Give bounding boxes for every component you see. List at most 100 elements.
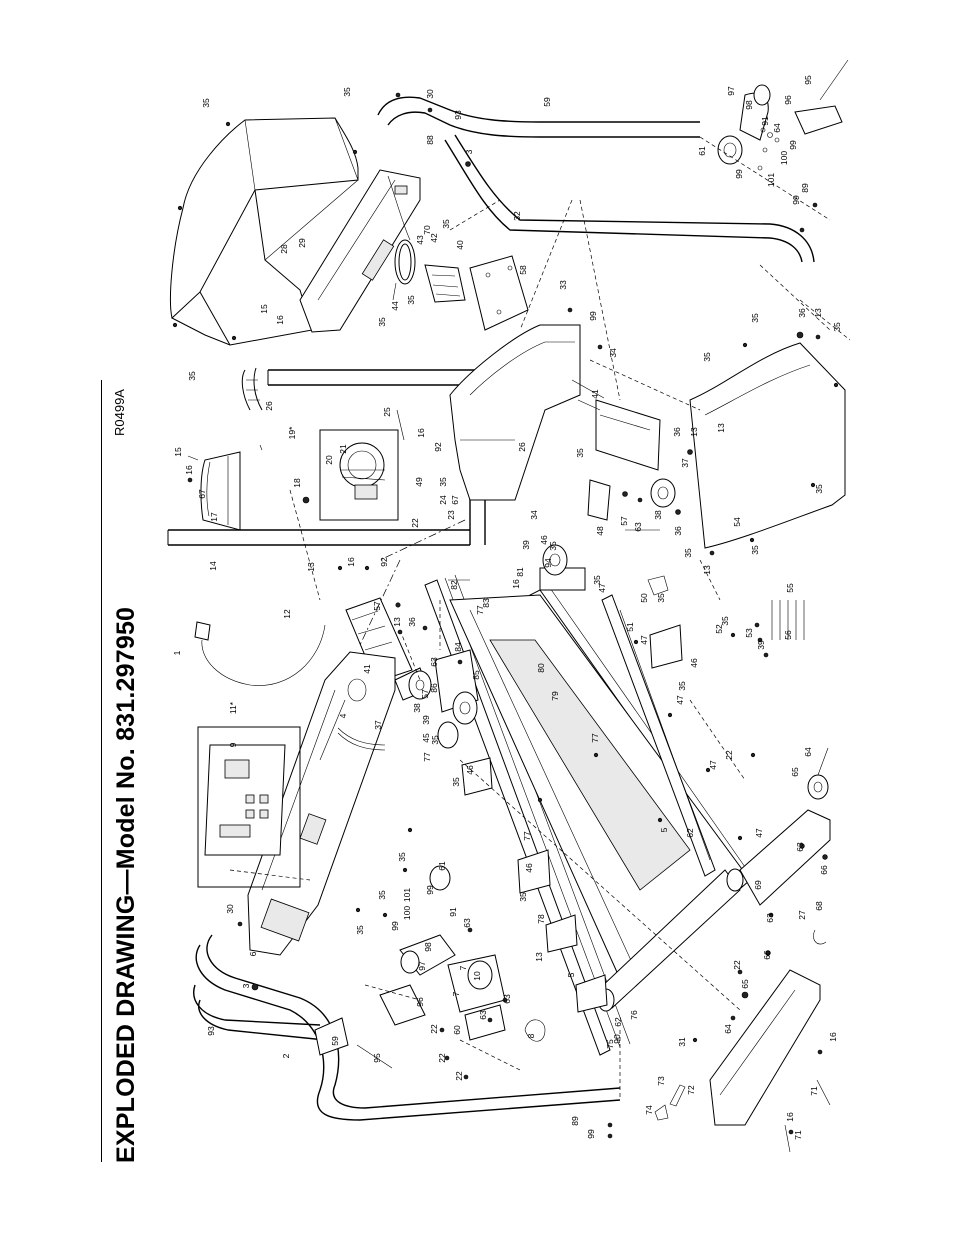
- part-callout: 100: [402, 906, 412, 920]
- part-callout: 37: [373, 720, 383, 730]
- upright-right: [377, 96, 815, 263]
- part-callout: 35: [406, 295, 416, 305]
- part-callout: 7: [451, 991, 461, 996]
- part-callout: 66: [819, 865, 829, 875]
- part-callout: 20: [324, 455, 334, 465]
- part-callout: 94: [543, 558, 553, 568]
- part-callout: 77: [590, 733, 600, 743]
- part-callout: 34: [608, 348, 618, 358]
- part-callout: 35: [683, 548, 693, 558]
- part-callout: 35: [750, 545, 760, 555]
- tether-clip: [524, 929, 827, 1042]
- part-callout: 63: [429, 657, 439, 667]
- part-callout: 92: [379, 557, 389, 567]
- part-callout: 101: [766, 173, 776, 187]
- part-callout: 63: [462, 918, 472, 928]
- part-callout: 66: [762, 950, 772, 960]
- part-callout: 36: [672, 427, 682, 437]
- part-callout: 35: [438, 477, 448, 487]
- part-callout: 74: [644, 1105, 654, 1115]
- part-callout: 70: [422, 225, 432, 235]
- part-callout: 39: [421, 715, 431, 725]
- part-callout: 99: [734, 169, 744, 179]
- controller-board: [424, 264, 466, 303]
- rail-bracket-right: [595, 399, 661, 471]
- part-callout: 82: [449, 580, 459, 590]
- part-callout: 2: [281, 1053, 291, 1058]
- part-callout: 6: [248, 951, 258, 956]
- part-callout: 26: [517, 442, 527, 452]
- part-callout: 35: [430, 735, 440, 745]
- motor-hood-frame: [449, 324, 581, 501]
- fasteners: [172, 92, 839, 1153]
- part-callout: 35: [441, 219, 451, 229]
- part-callout: 16: [416, 428, 426, 438]
- part-callout: 17: [209, 512, 219, 522]
- part-callout: 57: [372, 601, 382, 611]
- part-callout: 8: [526, 1033, 536, 1038]
- part-callout: 85: [471, 670, 481, 680]
- part-callout: 63: [633, 522, 643, 532]
- part-callout: 35: [575, 448, 585, 458]
- part-callout: 35: [677, 681, 687, 691]
- part-callout: 47: [754, 828, 764, 838]
- part-callout: 22: [437, 1053, 447, 1063]
- part-callout: 47: [639, 635, 649, 645]
- part-callout: 100: [779, 151, 789, 165]
- part-callout: 26: [264, 401, 274, 411]
- part-callout: 46: [689, 658, 699, 668]
- part-callout: 43: [415, 235, 425, 245]
- part-callout: 16: [184, 465, 194, 475]
- part-callout: 16: [346, 557, 356, 567]
- part-callout: 77: [422, 752, 432, 762]
- part-callout: 5: [659, 827, 669, 832]
- part-callout: 30: [425, 89, 435, 99]
- part-callout: 71: [809, 1086, 819, 1096]
- part-callout: 35: [720, 616, 730, 626]
- part-callout: 98: [423, 942, 433, 952]
- part-callout: 35: [355, 925, 365, 935]
- isolator-block: [587, 479, 611, 521]
- part-callout: 95: [803, 75, 813, 85]
- incline-wheel-left: [408, 670, 432, 700]
- part-callout: 77: [522, 831, 532, 841]
- part-callout: 58: [518, 265, 528, 275]
- part-callout: 21: [338, 444, 348, 454]
- part-callout: 77: [475, 605, 485, 615]
- part-callout: 5: [566, 972, 576, 977]
- part-callout: 90: [612, 1034, 622, 1044]
- motor-inset: [319, 429, 399, 521]
- motor-hood-rear: [709, 969, 821, 1126]
- part-callout: 35: [592, 575, 602, 585]
- part-callout: 65: [790, 767, 800, 777]
- part-callout: 46: [539, 535, 549, 545]
- part-callout: 44: [390, 301, 400, 311]
- part-callout: 25: [382, 407, 392, 417]
- part-callout: 15: [173, 447, 183, 457]
- part-callout: 13: [689, 427, 699, 437]
- console-bracket: [299, 169, 421, 333]
- part-callout: 36: [673, 526, 683, 536]
- wire-harness-lower: [337, 727, 386, 751]
- part-callout: 50: [639, 593, 649, 603]
- incline-bracket: [434, 649, 479, 749]
- part-callout: 22: [454, 1071, 464, 1081]
- part-callout: 16: [511, 579, 521, 589]
- part-callout: 61: [437, 861, 447, 871]
- part-callout: 83: [481, 598, 491, 608]
- part-callout: 35: [451, 777, 461, 787]
- safety-key: [194, 621, 326, 686]
- part-callout: 56: [783, 630, 793, 640]
- part-callout: 84: [453, 642, 463, 652]
- part-callout: 57: [420, 689, 430, 699]
- part-callout: 39: [521, 540, 531, 550]
- part-callout: 64: [803, 747, 813, 757]
- part-callout: 36: [407, 617, 417, 627]
- part-callout: 35: [548, 541, 558, 551]
- part-callout: 31: [677, 1037, 687, 1047]
- part-callout: 51: [625, 622, 635, 632]
- right-end-cap-parts: [717, 59, 849, 171]
